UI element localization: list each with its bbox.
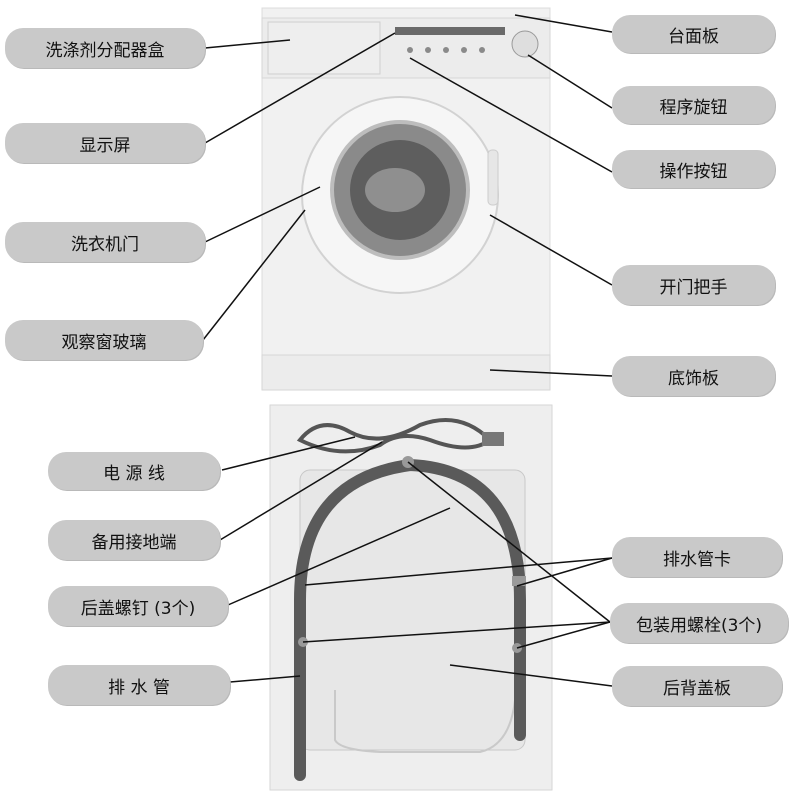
door-handle — [487, 149, 499, 206]
label-buttons: 操作按钮 — [612, 150, 775, 188]
label-window: 观察窗玻璃 — [5, 320, 203, 360]
back-cover-recess — [334, 690, 516, 753]
label-screws: 后盖螺钉 (3个) — [48, 586, 228, 626]
power-plug — [482, 432, 504, 446]
label-back-cover: 后背盖板 — [612, 666, 782, 706]
label-top-panel: 台面板 — [612, 15, 775, 53]
display-strip — [395, 27, 505, 35]
label-drain-hose: 排 水 管 — [48, 665, 230, 705]
label-power-cord: 电 源 线 — [48, 452, 220, 490]
label-display: 显示屏 — [5, 123, 205, 163]
label-ground: 备用接地端 — [48, 520, 220, 560]
label-detergent-box: 洗涤剂分配器盒 — [5, 28, 205, 68]
label-program-knob: 程序旋钮 — [612, 86, 775, 124]
label-transport-bolts: 包装用螺栓(3个) — [610, 603, 788, 643]
bottom-trim-panel — [261, 354, 551, 391]
label-door: 洗衣机门 — [5, 222, 205, 262]
label-bottom-trim: 底饰板 — [612, 356, 775, 396]
label-hose-clip: 排水管卡 — [612, 537, 782, 577]
detergent-drawer — [267, 21, 381, 75]
operation-buttons — [407, 47, 485, 53]
hose-clip-right — [512, 576, 526, 586]
label-handle: 开门把手 — [612, 265, 775, 305]
program-knob — [511, 30, 539, 58]
